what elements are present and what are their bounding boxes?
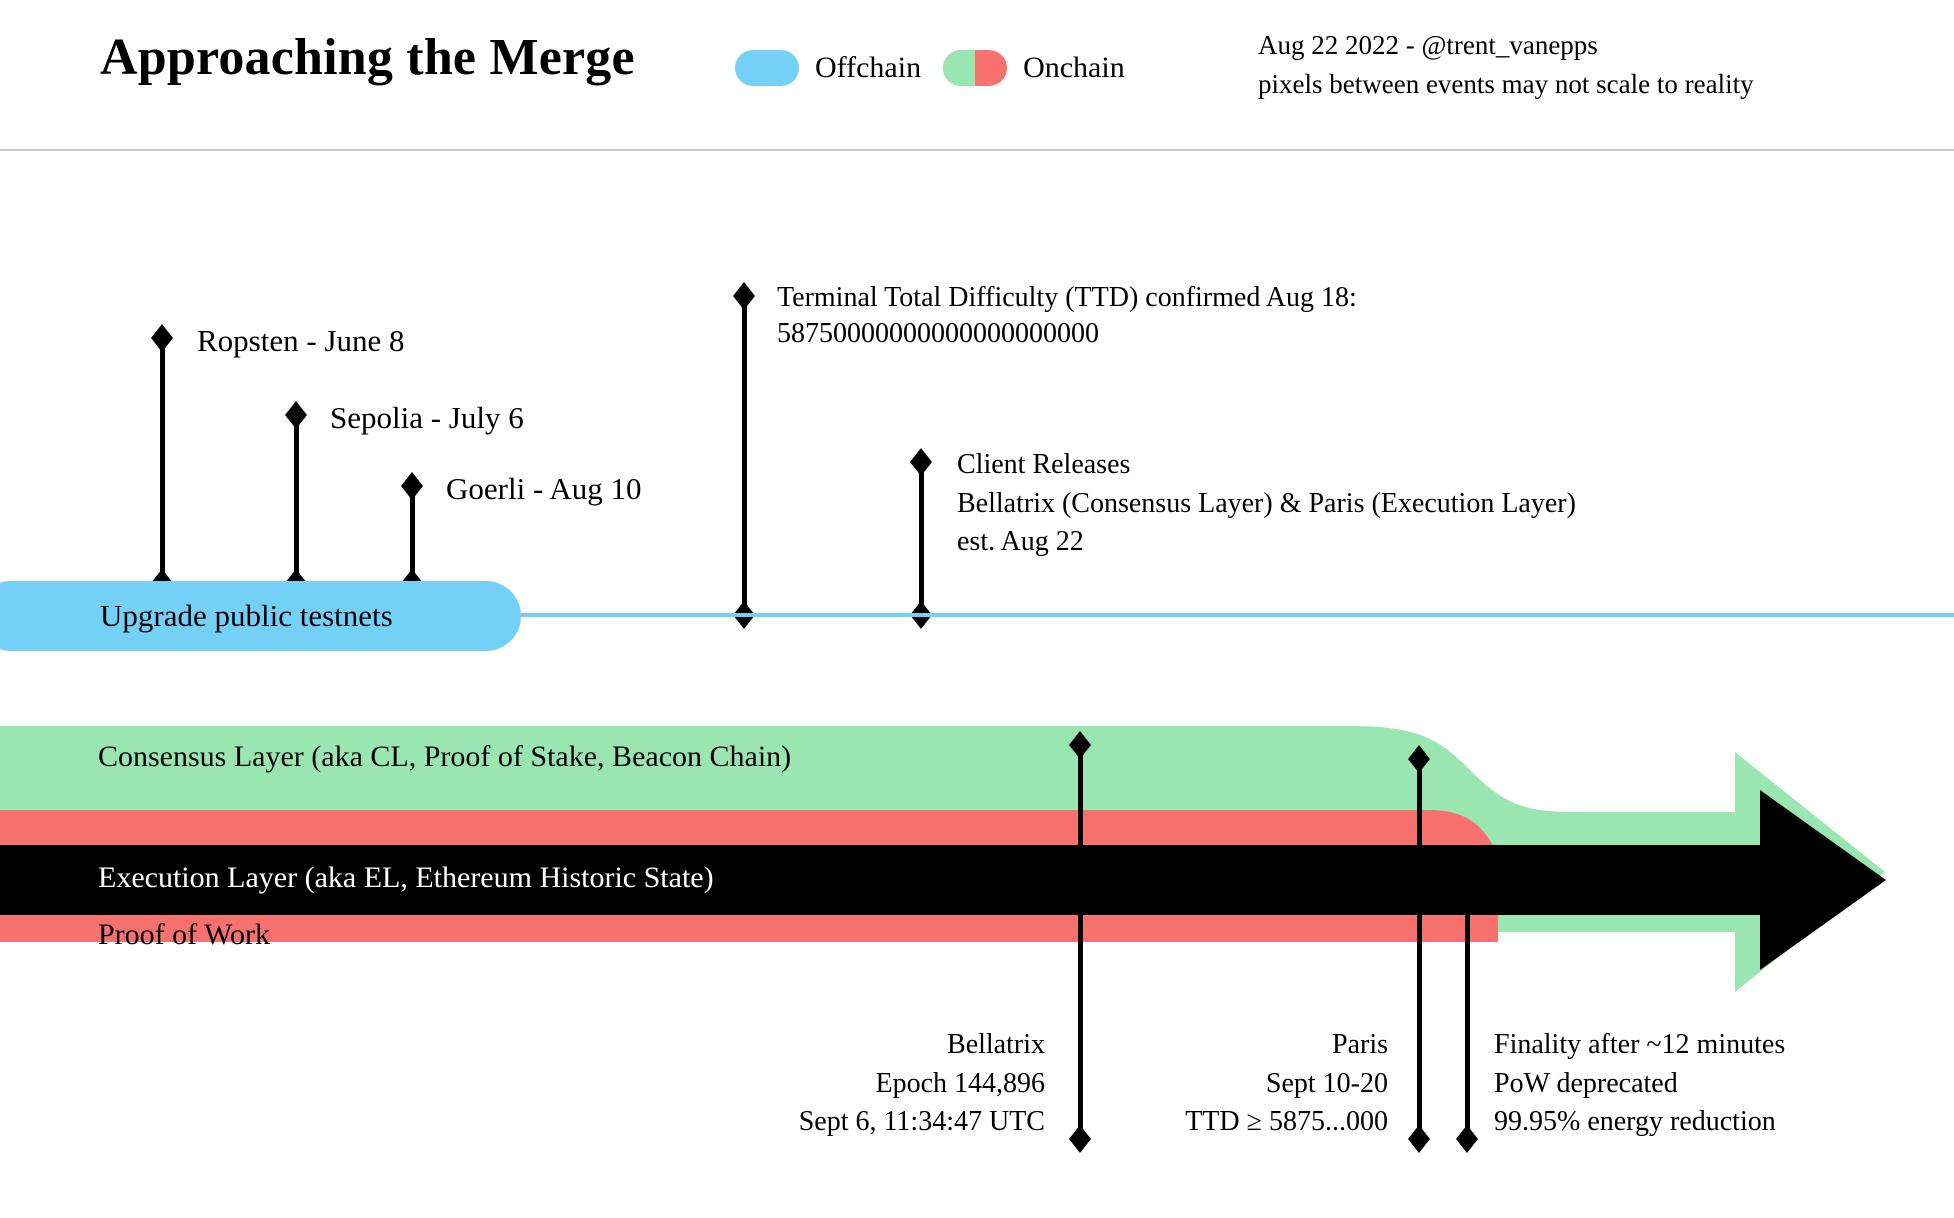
bellatrix-stem	[1078, 745, 1083, 1141]
paris-line3: TTD ≥ 5875...000	[1185, 1106, 1388, 1138]
legend-item-onchain: Onchain	[943, 50, 1125, 86]
offchain-swatch-icon	[735, 50, 799, 86]
attribution: Aug 22 2022 - @trent_vanepps pixels betw…	[1258, 26, 1754, 104]
execution-layer-label: Execution Layer (aka EL, Ethereum Histor…	[98, 861, 714, 894]
attribution-disclaimer: pixels between events may not scale to r…	[1258, 69, 1754, 100]
upgrade-public-testnets-label: Upgrade public testnets	[100, 598, 393, 633]
header: Approaching the Merge Offchain Onchain A…	[0, 0, 1954, 151]
client-releases-line2: Bellatrix (Consensus Layer) & Paris (Exe…	[957, 487, 1576, 519]
paris-note: Paris Sept 10-20 TTD ≥ 5875...000	[1058, 1026, 1388, 1142]
client-releases-note: Client Releases Bellatrix (Consensus Lay…	[957, 446, 1576, 562]
finality-line3: 99.95% energy reduction	[1494, 1106, 1776, 1138]
client-releases-stem	[919, 462, 924, 616]
attribution-date-author: Aug 22 2022 - @trent_vanepps	[1258, 30, 1598, 60]
page-title: Approaching the Merge	[100, 29, 635, 86]
bellatrix-note: Bellatrix Epoch 144,896 Sept 6, 11:34:47…	[655, 1026, 1045, 1142]
legend-label-offchain: Offchain	[815, 51, 922, 84]
sepolia-stem	[294, 415, 299, 584]
paris-line2: Sept 10-20	[1265, 1067, 1388, 1099]
bellatrix-line1: Bellatrix	[947, 1029, 1045, 1060]
legend-label-onchain: Onchain	[1023, 51, 1125, 84]
finality-note: Finality after ~12 minutes PoW deprecate…	[1494, 1026, 1785, 1142]
bellatrix-line3: Sept 6, 11:34:47 UTC	[798, 1106, 1045, 1138]
ttd-note-line2: 58750000000000000000000	[777, 318, 1099, 350]
offchain-timeline-line	[521, 613, 1954, 617]
ttd-note: Terminal Total Difficulty (TTD) confirme…	[777, 280, 1357, 353]
legend-item-offchain: Offchain	[735, 50, 921, 86]
onchain-swatch-icon	[943, 50, 1008, 86]
ropsten-stem	[160, 338, 165, 584]
execution-layer-arrowhead	[1760, 790, 1886, 970]
paris-line1: Paris	[1332, 1029, 1388, 1060]
finality-line2: PoW deprecated	[1494, 1067, 1678, 1099]
proof-of-work-label: Proof of Work	[98, 918, 271, 951]
client-releases-line3: est. Aug 22	[957, 526, 1084, 558]
bellatrix-line2: Epoch 144,896	[875, 1067, 1045, 1099]
marker-label-ropsten: Ropsten - June 8	[197, 323, 405, 358]
goerli-stem	[410, 486, 415, 584]
client-releases-line1: Client Releases	[957, 449, 1131, 480]
paris-stem	[1417, 759, 1422, 1141]
legend: Offchain Onchain	[735, 50, 1125, 86]
ttd-note-line1: Terminal Total Difficulty (TTD) confirme…	[777, 282, 1357, 313]
ttd-stem	[742, 296, 747, 616]
consensus-layer-label: Consensus Layer (aka CL, Proof of Stake,…	[98, 740, 792, 773]
marker-label-goerli: Goerli - Aug 10	[446, 471, 642, 506]
upgrade-public-testnets-bar: Upgrade public testnets	[0, 581, 521, 651]
finality-line1: Finality after ~12 minutes	[1494, 1029, 1786, 1060]
execution-layer-bar	[0, 845, 1770, 915]
marker-label-sepolia: Sepolia - July 6	[330, 400, 524, 435]
header-divider	[0, 149, 1954, 151]
finality-stem	[1465, 878, 1470, 1141]
